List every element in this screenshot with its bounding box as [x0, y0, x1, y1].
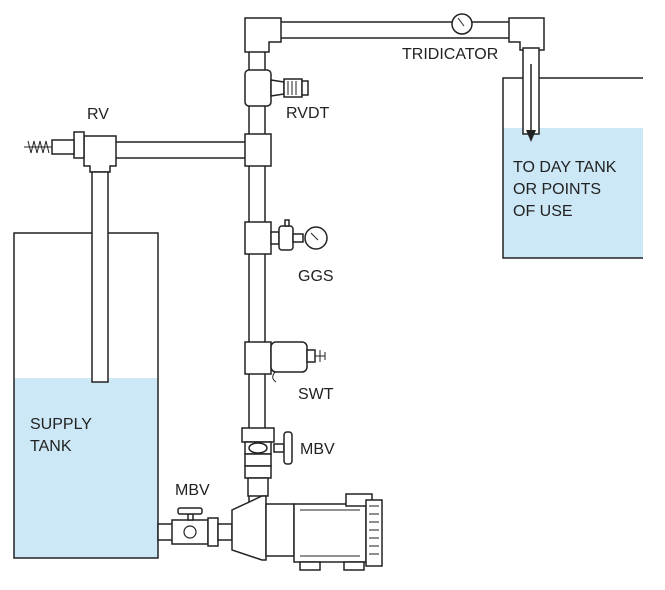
- label-swt: SWT: [298, 386, 334, 403]
- tridicator-gauge-icon: [451, 13, 473, 35]
- pump-motor-icon: [231, 477, 383, 571]
- label-tridicator: TRIDICATOR: [402, 46, 498, 63]
- valve-handle-icon: [177, 507, 203, 515]
- top-left-elbow: [244, 17, 282, 53]
- day-tank-water: [503, 128, 643, 258]
- spring-icon: [24, 140, 52, 154]
- day-tank: [502, 77, 643, 259]
- supply-tank: [13, 232, 159, 559]
- top-horizontal-pipe: [261, 21, 525, 39]
- supply-tank-water: [14, 378, 158, 558]
- top-right-elbow: [508, 17, 545, 51]
- rv-dip-pipe: [91, 171, 109, 383]
- ggs-assembly: [244, 219, 328, 255]
- label-ggs: GGS: [298, 268, 334, 285]
- rv-branch-pipe: [97, 141, 251, 159]
- label-rvdt: RVDT: [286, 105, 329, 122]
- label-day-tank-line-3: OF USE: [513, 203, 573, 220]
- valve-handle-icon: [283, 431, 293, 465]
- swt-switch: [244, 341, 326, 383]
- rvdt-valve: [244, 69, 309, 107]
- label-supply-tank-line-1: SUPPLY: [30, 416, 92, 433]
- mbv-vertical-valve: [241, 427, 293, 479]
- label-day-tank-line-1: TO DAY TANK: [513, 159, 617, 176]
- branch-tee: [244, 133, 272, 167]
- label-supply-tank-line-2: TANK: [30, 438, 72, 455]
- gauge-icon: [304, 226, 328, 250]
- relief-valve: [24, 131, 117, 173]
- mbv-suction-valve: [171, 507, 233, 547]
- label-mbv-vertical: MBV: [300, 441, 335, 458]
- label-day-tank-line-2: OR POINTS: [513, 181, 601, 198]
- label-mbv-suction: MBV: [175, 482, 210, 499]
- label-rv: RV: [87, 106, 109, 123]
- flow-arrow-icon: [526, 64, 536, 142]
